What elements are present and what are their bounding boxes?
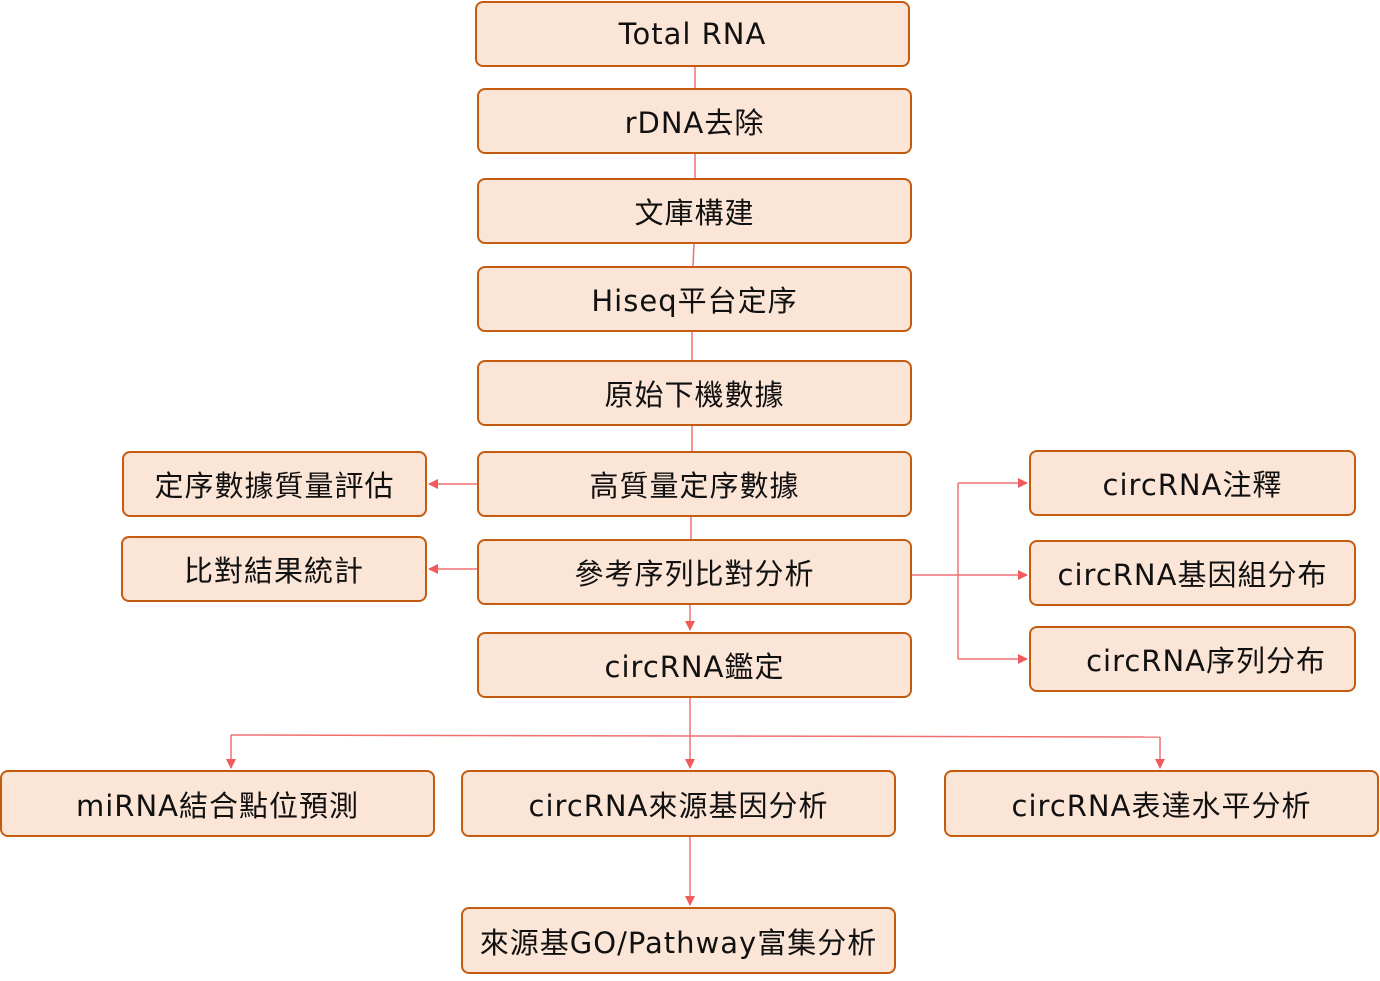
hiseq-sequencing-box: Hiseq平台定序 [477,266,912,332]
raw-data-box: 原始下機數據 [477,360,912,426]
circrna-identification-box: circRNA鑑定 [477,632,912,698]
total-rna-box: Total RNA [475,1,910,67]
connector-horizontal-bar [230,734,1161,738]
alignment-statistics-box: 比對結果統計 [121,536,427,602]
circrna-expression-box: circRNA表達水平分析 [944,770,1379,837]
circrna-annotation-box: circRNA注釋 [1029,450,1356,516]
circrna-source-gene-box: circRNA來源基因分析 [461,770,896,837]
source-gene-enrichment-box: 來源基GO/Pathway富集分析 [461,907,896,974]
connector-library-to-hiseq [692,243,695,267]
mirna-binding-prediction-box: miRNA結合點位預測 [0,770,435,837]
circrna-sequence-distribution-box: circRNA序列分布 [1029,626,1356,692]
reference-alignment-box: 參考序列比對分析 [477,539,912,605]
quality-assessment-box: 定序數據質量評估 [122,451,427,517]
high-quality-data-box: 高質量定序數據 [477,451,912,517]
library-construction-box: 文庫構建 [477,178,912,244]
rdna-removal-box: rDNA去除 [477,88,912,154]
circrna-genome-distribution-box: circRNA基因組分布 [1029,540,1356,606]
